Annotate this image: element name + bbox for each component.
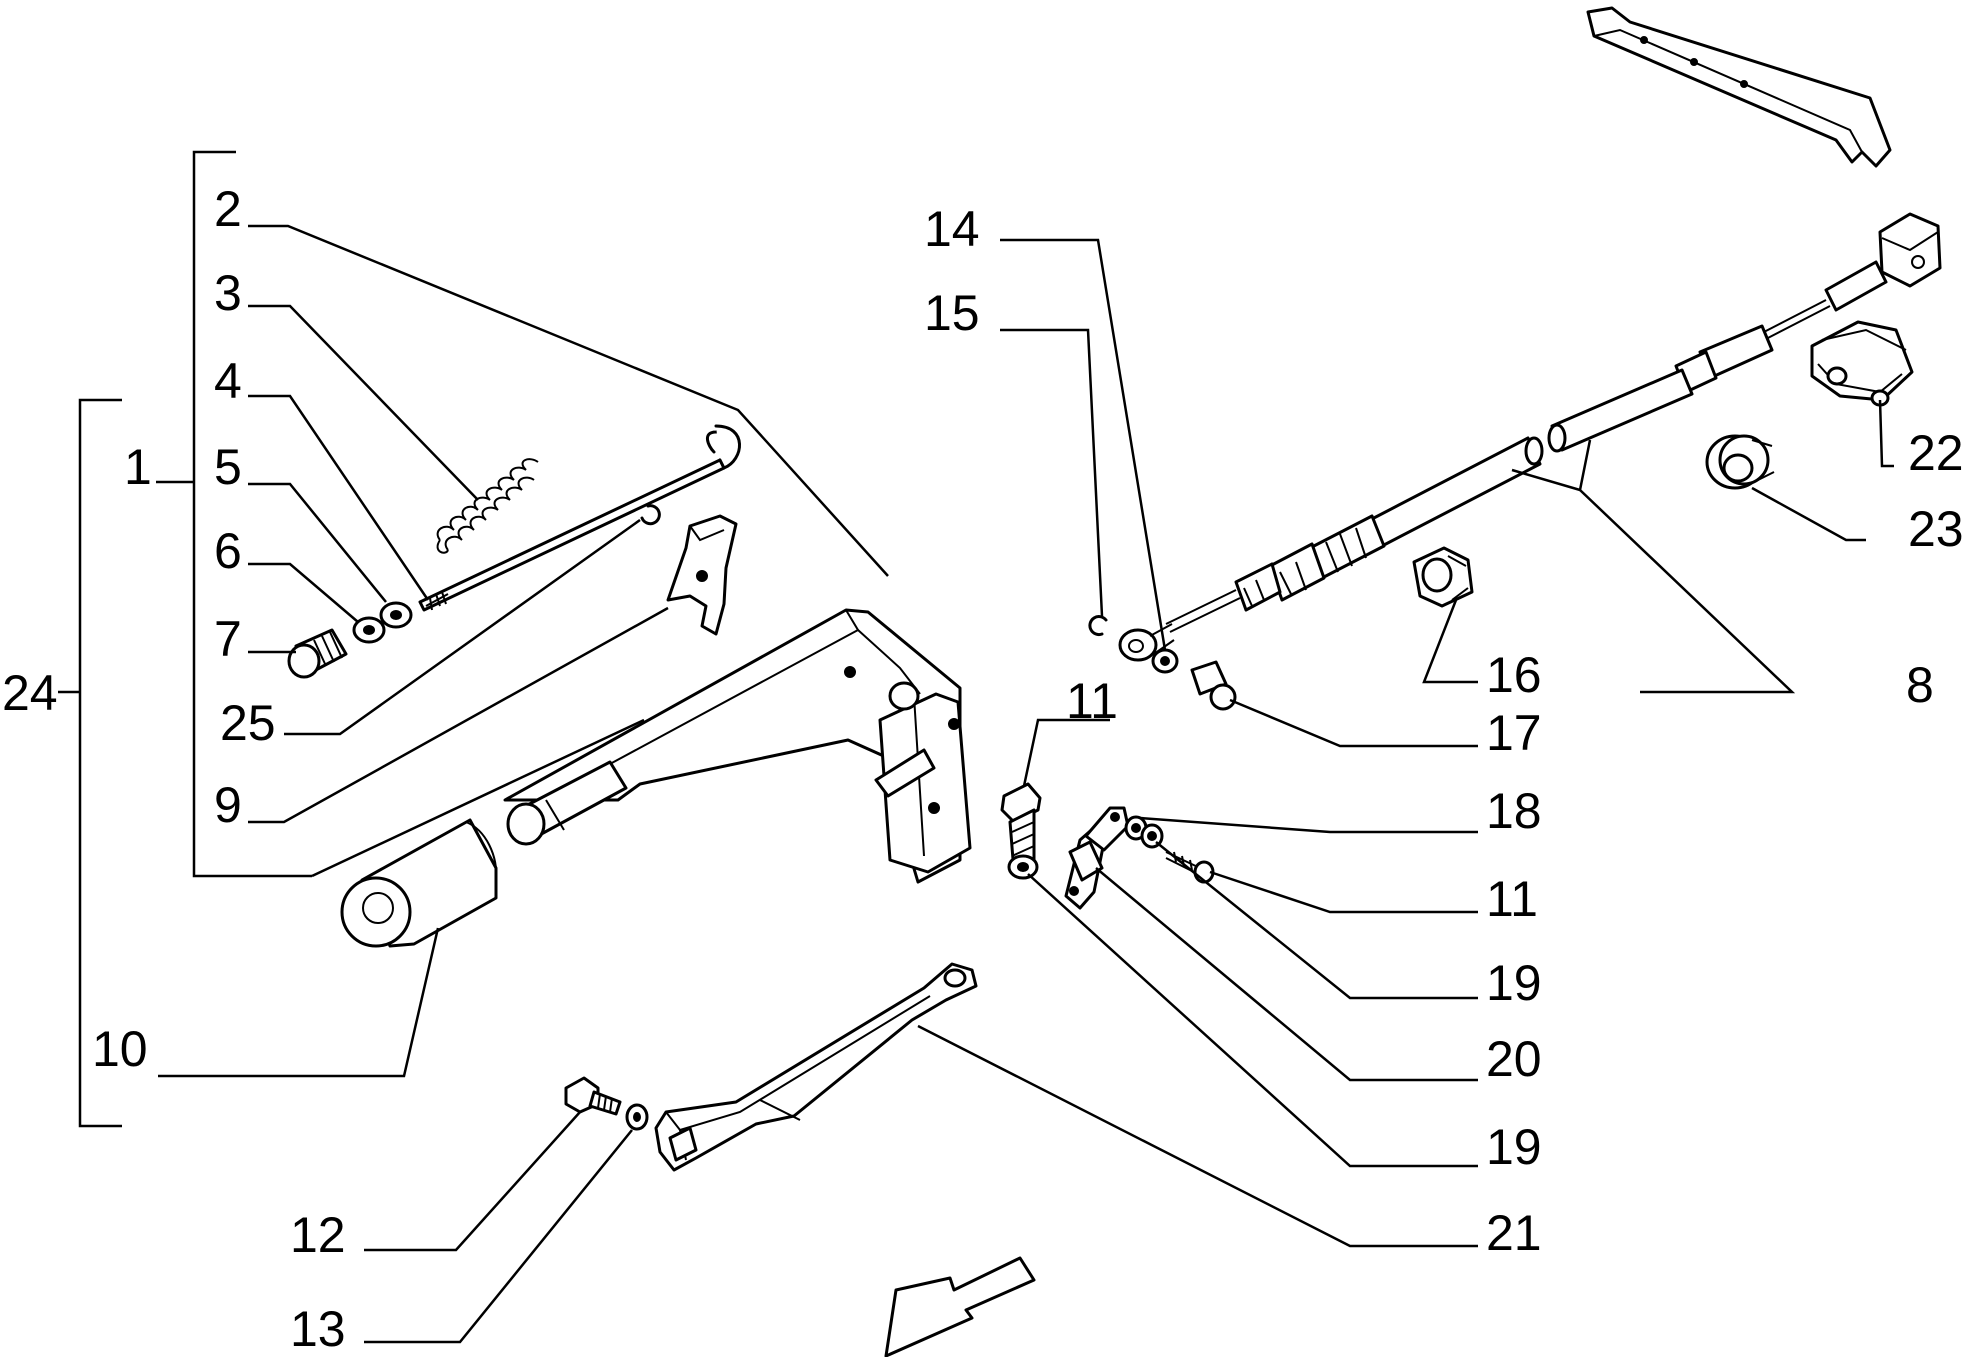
label-12: 12 [290,1207,346,1263]
label-10: 10 [92,1021,148,1077]
label-15: 15 [924,285,980,341]
label-11-upper: 11 [1066,673,1118,729]
label-19-lower: 19 [1486,1119,1542,1175]
label-14: 14 [924,201,980,257]
label-1: 1 [124,439,152,495]
label-8: 8 [1906,657,1934,713]
brake-cable-assembly [1118,212,1942,662]
bolt-washer [1007,854,1039,880]
rubber-grommet [1412,546,1474,608]
front-direction-arrow-icon [884,1256,1036,1357]
label-17: 17 [1486,705,1542,761]
label-2: 2 [214,181,242,237]
ratchet-pawl [666,514,738,636]
label-16: 16 [1486,647,1542,703]
rubber-mounting-pad [1810,320,1914,407]
label-4: 4 [214,353,242,409]
flat-washer [352,616,386,644]
rod-retaining-clip [640,504,661,526]
label-18: 18 [1486,783,1542,839]
hand-brake-lever [503,608,972,884]
spring-washer [379,601,413,629]
return-spring [436,458,539,554]
label-3: 3 [214,265,242,321]
label-25: 25 [220,695,276,751]
label-6: 6 [214,523,242,579]
cable-grommet [1705,434,1775,490]
label-13: 13 [290,1301,346,1357]
cable-washer [1151,648,1179,674]
label-22: 22 [1908,425,1964,481]
release-rod [418,424,741,612]
cable-bracket [1064,806,1130,910]
label-7: 7 [214,611,242,667]
mounting-bolt [564,1076,622,1116]
label-9: 9 [214,777,242,833]
label-19-upper: 19 [1486,955,1542,1011]
label-11-lower: 11 [1486,871,1538,927]
label-24: 24 [2,665,58,721]
label-23: 23 [1908,501,1964,557]
lever-pad-plate [1586,6,1892,168]
label-20: 20 [1486,1031,1542,1087]
retaining-clip [1088,615,1108,637]
label-5: 5 [214,439,242,495]
leader-lines [58,150,1894,1344]
part-number-labels: 2 3 4 1 5 6 7 24 25 9 10 12 13 14 15 11 … [2,181,1964,1357]
handle-grip [340,818,498,948]
label-21: 21 [1486,1205,1542,1261]
release-button [287,628,348,679]
mounting-washer [625,1103,649,1131]
clevis-pin [1190,660,1237,711]
lever-support-bracket [654,962,978,1172]
